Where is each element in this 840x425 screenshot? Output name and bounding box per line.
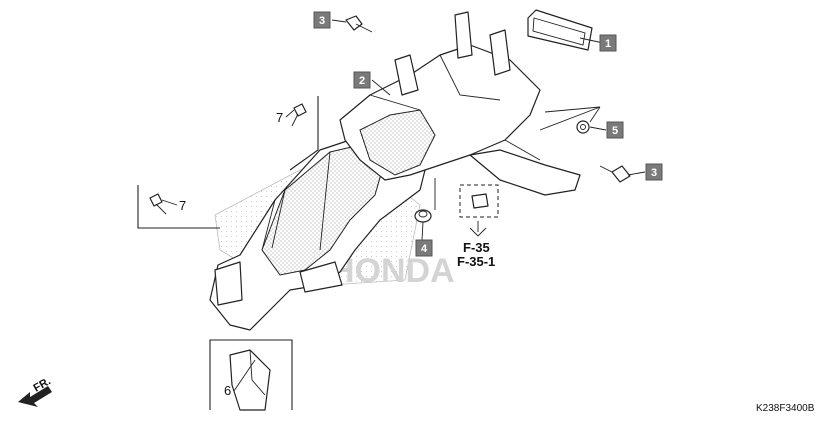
ref-f35-1: F-35-1 <box>457 254 495 269</box>
screw-lower <box>149 193 167 215</box>
bracket-lower <box>137 185 220 229</box>
leader-2 <box>371 79 391 96</box>
callout-3-top: 3 <box>313 11 331 29</box>
front-arrow-icon: FR. <box>18 375 53 407</box>
leader-7-upper <box>285 109 295 118</box>
callout-1: 1 <box>599 34 617 52</box>
callout-2: 2 <box>353 71 371 89</box>
drawing-code: K238F3400B <box>756 403 815 414</box>
watermark-text: HONDA <box>330 252 455 290</box>
svg-text:5: 5 <box>612 125 618 137</box>
rear-fender-body <box>339 11 581 196</box>
leader-3-top <box>331 19 347 23</box>
svg-text:2: 2 <box>359 75 365 87</box>
svg-text:3: 3 <box>319 15 325 27</box>
leader-6 <box>233 359 256 392</box>
label-7-lower: 7 <box>179 198 186 213</box>
inner-fender <box>209 124 431 331</box>
svg-text:1: 1 <box>605 38 611 50</box>
label-6: 6 <box>224 383 231 398</box>
bracket-upper <box>289 96 319 171</box>
leader-3-right <box>627 171 646 176</box>
bolt-right <box>599 165 631 183</box>
bolt-top <box>345 15 373 33</box>
leader-5 <box>539 106 607 131</box>
grommet <box>414 209 432 223</box>
nut <box>576 120 590 134</box>
clip-detail <box>459 184 499 237</box>
svg-text:4: 4 <box>421 243 428 255</box>
leader-4 <box>421 178 436 241</box>
screw-upper <box>291 103 307 127</box>
label-7-upper: 7 <box>276 110 283 125</box>
callout-4: 4 <box>415 239 433 257</box>
ref-f35: F-35 <box>463 240 490 255</box>
callout-5: 5 <box>606 121 624 139</box>
svg-text:3: 3 <box>651 167 657 179</box>
leader-7-lower <box>161 199 178 206</box>
reflector <box>527 9 593 51</box>
mud-flap-inset <box>209 339 293 411</box>
callout-3-right: 3 <box>645 163 663 181</box>
